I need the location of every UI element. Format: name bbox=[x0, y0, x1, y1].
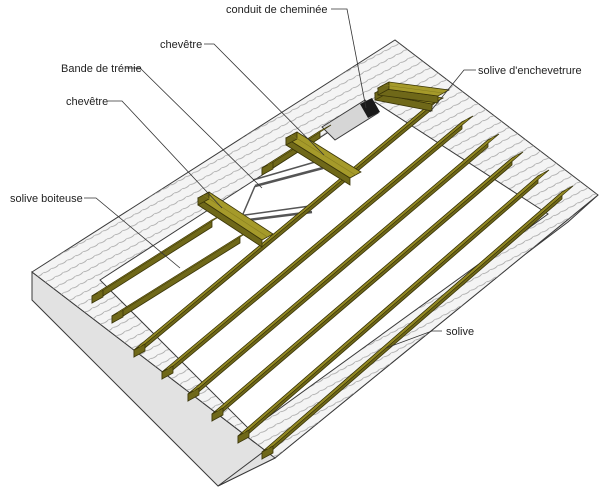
tail-joist bbox=[91, 213, 224, 304]
leader-solive-enchevetrure bbox=[429, 69, 476, 113]
label-solive-boiteuse: solive boiteuse bbox=[10, 193, 83, 205]
tail-joist bbox=[111, 229, 252, 324]
leader-bande-tremie bbox=[126, 67, 263, 189]
header-far bbox=[376, 81, 451, 104]
joists bbox=[91, 86, 574, 460]
joist bbox=[211, 151, 524, 422]
joist bbox=[161, 115, 474, 380]
label-chevetre-left: chevêtre bbox=[66, 96, 108, 108]
leader-chevetre-top bbox=[204, 43, 325, 156]
header-left bbox=[197, 191, 274, 248]
trimmer-joist bbox=[133, 97, 442, 358]
leader-solive bbox=[385, 330, 442, 349]
joist bbox=[237, 169, 550, 444]
leader-lines bbox=[84, 8, 476, 349]
leader-conduit bbox=[331, 8, 367, 109]
labels: conduit de cheminée chevêtre Bande de tr… bbox=[10, 4, 582, 338]
label-conduit: conduit de cheminée bbox=[226, 4, 328, 16]
label-solive-enchevetrure: solive d'enchevetrure bbox=[478, 65, 582, 77]
label-bande-tremie: Bande de trémie bbox=[61, 63, 142, 75]
trimmer-band bbox=[237, 159, 324, 223]
label-chevetre-top: chevêtre bbox=[160, 39, 202, 51]
headers bbox=[197, 81, 451, 248]
label-solive: solive bbox=[446, 326, 474, 338]
joist bbox=[187, 133, 500, 402]
joist bbox=[261, 185, 574, 460]
leader-solive-boiteuse bbox=[84, 197, 181, 269]
leader-chevetre-left bbox=[108, 100, 223, 209]
